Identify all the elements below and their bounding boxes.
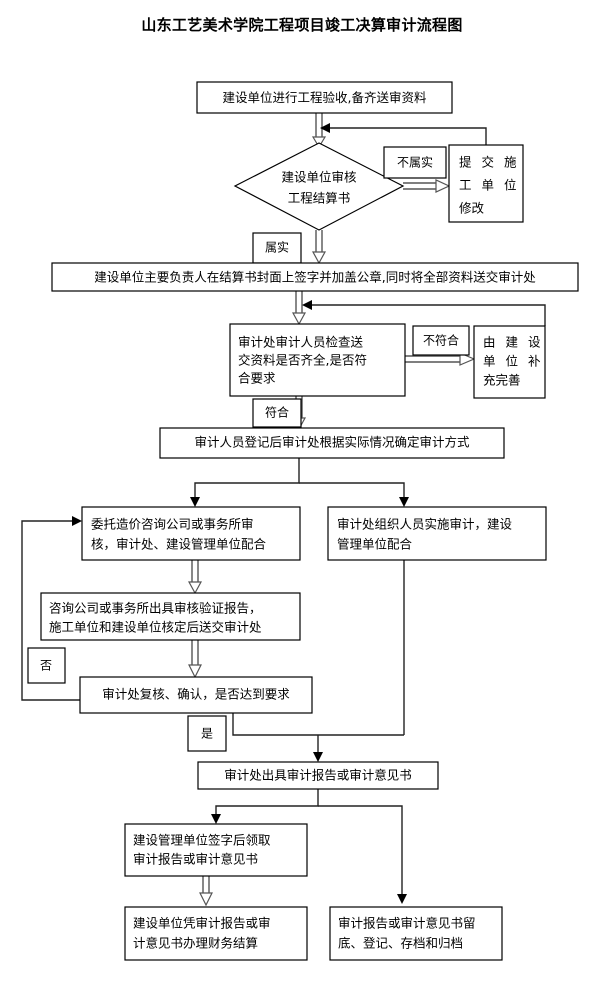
node-resubmit-line-1: 工 单 位	[459, 178, 519, 193]
edge-resubmit-feedback	[320, 123, 487, 145]
node-supplement-line-1: 单 位 补	[483, 354, 543, 369]
edge-signseal-to-check	[291, 291, 307, 326]
node-consult-report[interactable]: 咨询公司或事务所出具审核验证报告， 施工单位和建设单位核定后送交审计处	[40, 592, 301, 641]
node-start[interactable]: 建设单位进行工程验收,备齐送审资料	[196, 81, 453, 114]
label-not-true-text: 不属实	[397, 155, 433, 170]
node-resubmit-line-2: 修改	[459, 201, 485, 216]
node-issue-report-line-0: 审计处出具审计报告或审计意见书	[224, 768, 412, 783]
edge-entrust-to-consultreport	[187, 560, 203, 595]
node-sign-seal[interactable]: 建设单位主要负责人在结算书封面上签字并加盖公章,同时将全部资料送交审计处	[51, 262, 579, 292]
label-conform-text: 符合	[265, 405, 289, 420]
node-decision-review-line-0: 建设单位审核	[281, 170, 357, 185]
label-yes: 是	[187, 715, 227, 752]
edge-check-to-supplement	[405, 352, 476, 366]
node-decision-review[interactable]: 建设单位审核 工程结算书	[233, 142, 405, 231]
node-check-materials-line-0: 审计处审计人员检查送	[238, 335, 364, 350]
label-yes-text: 是	[201, 727, 213, 741]
label-not-conform: 不符合	[412, 325, 470, 356]
node-audit-org-line-1: 管理单位配合	[337, 537, 413, 552]
label-conform: 符合	[252, 398, 302, 428]
node-financial-settle-line-0: 建设单位凭审计报告或审	[133, 916, 271, 931]
edge-decision-to-signseal	[311, 230, 327, 265]
node-archive-line-1: 底、登记、存档和归档	[338, 936, 463, 951]
node-check-materials[interactable]: 审计处审计人员检查送 交资料是否齐全,是否符 合要求	[229, 323, 406, 397]
node-audit-org-line-0: 审计处组织人员实施审计，建设	[337, 517, 513, 532]
node-issue-report[interactable]: 审计处出具审计报告或审计意见书	[197, 761, 439, 790]
edge-issuereport-split	[211, 789, 407, 904]
edge-start-to-decision	[311, 113, 327, 149]
label-is-true: 属实	[252, 232, 302, 264]
node-register-mode[interactable]: 审计人员登记后审计处根据实际情况确定审计方式	[159, 427, 505, 459]
node-supplement-line-2: 充完善	[483, 373, 521, 388]
node-entrust-consult[interactable]: 委托造价咨询公司或事务所审 核，审计处、建设管理单位配合	[81, 506, 301, 561]
node-resubmit-line-0: 提 交 施	[459, 155, 519, 170]
edge-decision-to-resubmit	[403, 179, 451, 193]
edge-merge-to-issuereport	[232, 560, 405, 762]
label-no: 否	[27, 647, 66, 684]
node-sign-collect-line-0: 建设管理单位签字后领取	[133, 833, 271, 848]
node-recheck-line-0: 审计处复核、确认，是否达到要求	[102, 687, 290, 702]
label-is-true-text: 属实	[265, 240, 289, 255]
edge-register-split	[190, 458, 409, 507]
edge-consultreport-to-recheck	[188, 640, 202, 679]
node-consult-report-line-1: 施工单位和建设单位核定后送交审计处	[49, 620, 262, 635]
node-supplement-line-0: 由 建 设	[483, 335, 543, 350]
node-sign-seal-line-0: 建设单位主要负责人在结算书封面上签字并加盖公章,同时将全部资料送交审计处	[94, 270, 536, 285]
node-decision-review-line-1: 工程结算书	[288, 191, 351, 206]
edge-recheck-no-loop	[21, 516, 82, 701]
node-entrust-consult-line-1: 核，审计处、建设管理单位配合	[91, 537, 267, 552]
edge-supplement-feedback	[302, 300, 546, 326]
label-no-text: 否	[40, 659, 52, 673]
node-consult-report-line-0: 咨询公司或事务所出具审核验证报告，	[49, 601, 262, 616]
node-check-materials-line-2: 合要求	[238, 371, 276, 386]
node-register-mode-line-0: 审计人员登记后审计处根据实际情况确定审计方式	[194, 435, 470, 450]
node-financial-settle-line-1: 计意见书办理财务结算	[133, 936, 258, 951]
node-entrust-consult-line-0: 委托造价咨询公司或事务所审	[91, 517, 254, 532]
node-start-line-0: 建设单位进行工程验收,备齐送审资料	[223, 90, 427, 105]
page-title: 山东工艺美术学院工程项目竣工决算审计流程图	[141, 16, 463, 34]
node-financial-settle[interactable]: 建设单位凭审计报告或审 计意见书办理财务结算	[124, 906, 308, 961]
edge-signcollect-to-settle	[199, 876, 213, 907]
node-check-materials-line-1: 交资料是否齐全,是否符	[238, 353, 367, 368]
node-archive-line-0: 审计报告或审计意见书留	[338, 916, 476, 931]
node-supplement[interactable]: 由 建 设 单 位 补 充完善	[473, 325, 546, 399]
node-archive[interactable]: 审计报告或审计意见书留 底、登记、存档和归档	[329, 906, 503, 961]
node-recheck[interactable]: 审计处复核、确认，是否达到要求	[79, 676, 313, 714]
label-not-conform-text: 不符合	[423, 333, 459, 348]
label-not-true: 不属实	[383, 146, 447, 179]
node-sign-collect-line-1: 审计报告或审计意见书	[133, 852, 258, 867]
node-audit-org[interactable]: 审计处组织人员实施审计，建设 管理单位配合	[327, 506, 547, 561]
node-resubmit[interactable]: 提 交 施 工 单 位 修改	[448, 144, 524, 223]
node-sign-collect[interactable]: 建设管理单位签字后领取 审计报告或审计意见书	[124, 823, 308, 877]
